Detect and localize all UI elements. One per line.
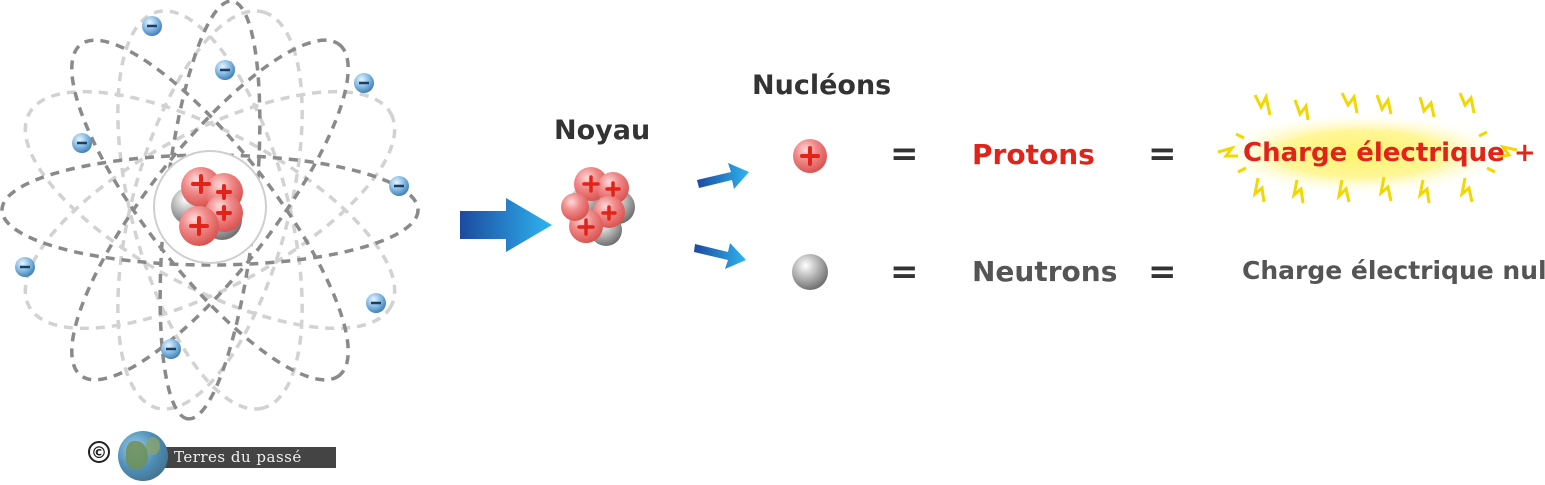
proton-icon (793, 139, 827, 173)
charge-glow (1212, 112, 1512, 196)
orbit-dark-3 (70, 38, 350, 382)
spark-icon (1458, 92, 1476, 114)
plus-icon (582, 175, 600, 193)
electron (142, 16, 162, 36)
plus-icon (216, 184, 232, 200)
equals-sign: = (1148, 252, 1177, 292)
noyau-label: Noyau (554, 115, 651, 146)
spark-icons (1217, 92, 1518, 204)
arrow-to-nucleus (460, 198, 552, 252)
copyright-icon: © (88, 441, 110, 463)
equals-sign: = (890, 252, 919, 292)
equals-sign: = (1148, 134, 1177, 174)
arrow-to-protons (697, 163, 749, 189)
atom-nucleus (171, 167, 243, 246)
orbit-light-3 (116, 9, 304, 411)
arrows-to-nucleons (694, 163, 749, 269)
plus-icon (189, 216, 209, 236)
electron (389, 176, 409, 196)
equals-sign: = (890, 134, 919, 174)
spark-icon (1252, 177, 1266, 203)
orbit-light-4 (116, 9, 304, 411)
spark-icon (1478, 130, 1488, 138)
charge-nulle-label: Charge électrique nulle (1242, 256, 1545, 285)
neutrons-label: Neutrons (972, 255, 1118, 288)
plus-icon (601, 205, 617, 221)
credit-bar: Terres du passé (162, 447, 336, 468)
spark-icon (1378, 176, 1393, 202)
globe-logo-icon (118, 431, 168, 481)
spark-icon (1235, 132, 1245, 140)
plus-icon (577, 218, 595, 236)
electrons (15, 16, 409, 359)
noyau-cluster (561, 167, 635, 246)
electron (15, 257, 35, 277)
spark-icon (1417, 179, 1431, 204)
spark-icon (1496, 144, 1518, 159)
electron (354, 73, 374, 93)
orbit-light-1 (23, 89, 397, 331)
orbit-group-light (23, 9, 397, 411)
spark-icon (1253, 92, 1272, 116)
nucleons-label: Nucléons (752, 70, 892, 101)
spark-icon (1237, 166, 1247, 174)
spark-icon (1340, 92, 1359, 114)
plus-icon (191, 174, 211, 194)
neutron-icon (792, 254, 828, 290)
spark-icon (1291, 179, 1305, 204)
noyau-proton (561, 193, 589, 221)
arrow-to-neutrons (694, 243, 746, 269)
spark-icon (1459, 177, 1474, 203)
plus-icon (216, 205, 232, 221)
spark-icon (1293, 99, 1310, 121)
orbit-light-2 (23, 89, 397, 331)
spark-icon (1336, 179, 1351, 203)
plus-icon (605, 181, 621, 197)
protons-label: Protons (972, 138, 1095, 171)
electron (215, 60, 235, 80)
orbit-group-dark (0, 0, 420, 421)
electron (366, 293, 386, 313)
charge-plus-label: Charge électrique + (1243, 138, 1536, 168)
electron (72, 133, 92, 153)
spark-icon (1486, 166, 1496, 174)
electron (161, 339, 181, 359)
spark-icon (1217, 145, 1238, 158)
spark-icon (1375, 94, 1393, 115)
orbit-dark-4 (158, 0, 262, 421)
spark-icon (1418, 96, 1436, 118)
